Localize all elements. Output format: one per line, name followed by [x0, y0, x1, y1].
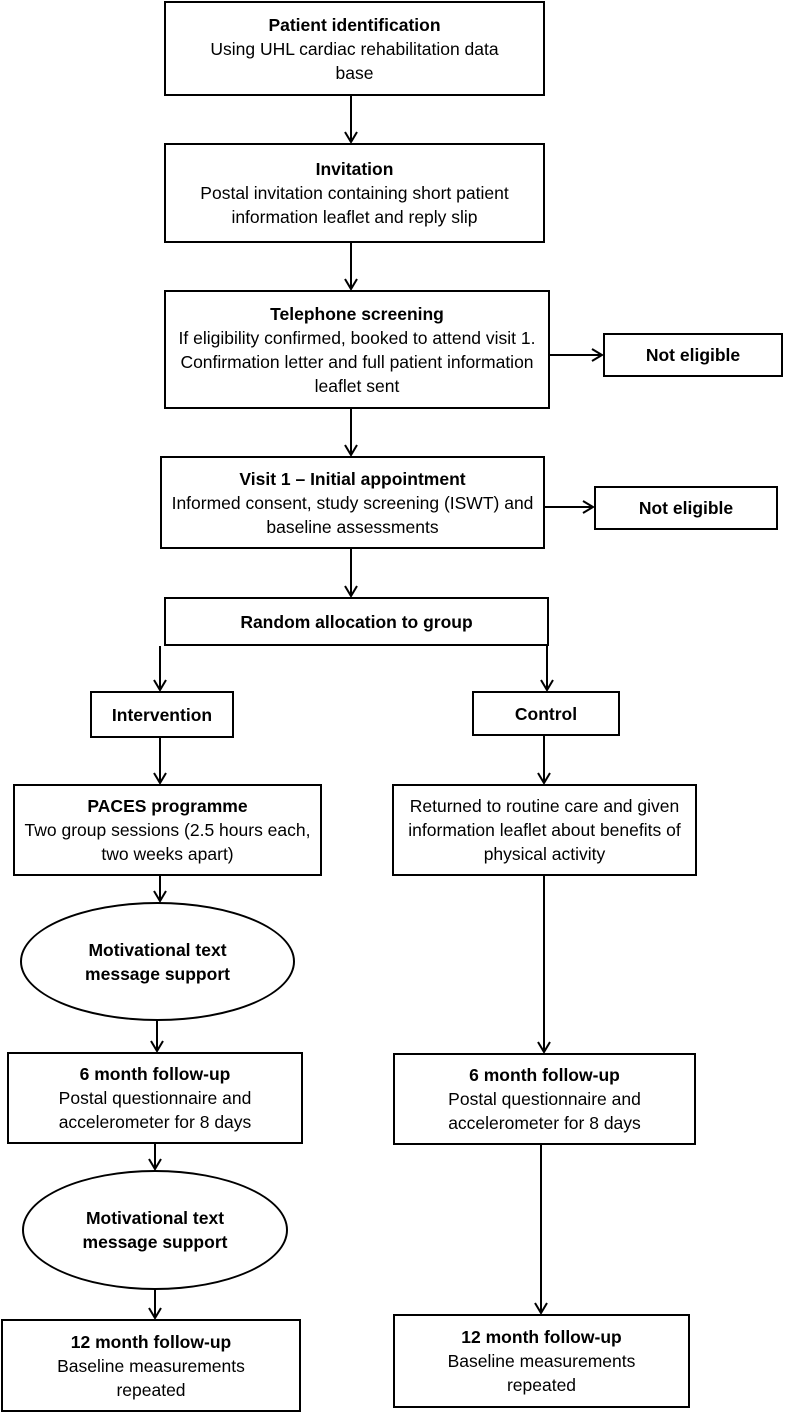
- text-message-support-ellipse: Motivational text message support: [22, 1170, 288, 1290]
- box-title: Not eligible: [645, 345, 741, 365]
- control-12-month-followup-box: 12 month follow-up Baseline measurements…: [393, 1314, 690, 1408]
- box-body: Informed consent, study screening (ISWT)…: [171, 492, 534, 537]
- box-title: Random allocation to group: [240, 611, 473, 632]
- box-title: 12 month follow-up: [70, 1331, 232, 1352]
- box-title: Telephone screening: [270, 303, 444, 324]
- box-title: PACES programme: [87, 796, 248, 816]
- telephone-screening-box: Telephone screening If eligibility confi…: [164, 290, 550, 409]
- box-title: Motivational text message support: [82, 1208, 228, 1252]
- box-body: Using UHL cardiac rehabilitation data ba…: [210, 38, 499, 83]
- not-eligible-box: Not eligible: [594, 486, 778, 530]
- box-body: Postal invitation containing short patie…: [200, 183, 509, 227]
- box-title: Control: [514, 703, 578, 724]
- control-group-box: Control: [472, 691, 620, 736]
- not-eligible-box: Not eligible: [603, 333, 783, 377]
- box-title: 6 month follow-up: [469, 1065, 620, 1085]
- box-body: Baseline measurements repeated: [447, 1351, 636, 1395]
- box-body: Baseline measurements repeated: [57, 1355, 245, 1400]
- box-body: Returned to routine care and given infor…: [408, 796, 681, 864]
- text-message-support-ellipse: Motivational text message support: [20, 902, 295, 1021]
- box-title: Patient identification: [268, 14, 441, 35]
- visit-1-box: Visit 1 – Initial appointment Informed c…: [160, 456, 545, 549]
- box-title: Not eligible: [638, 498, 734, 518]
- paces-programme-box: PACES programme Two group sessions (2.5 …: [13, 784, 322, 876]
- intervention-12-month-followup-box: 12 month follow-up Baseline measurements…: [1, 1319, 301, 1412]
- box-title: Invitation: [315, 159, 394, 179]
- box-body: Two group sessions (2.5 hours each, two …: [24, 820, 311, 864]
- box-title: 6 month follow-up: [79, 1064, 231, 1084]
- invitation-box: Invitation Postal invitation containing …: [164, 143, 545, 243]
- box-body: Postal questionnaire and accelerometer f…: [448, 1089, 641, 1133]
- control-6-month-followup-box: 6 month follow-up Postal questionnaire a…: [393, 1053, 696, 1145]
- random-allocation-box: Random allocation to group: [164, 597, 549, 646]
- patient-identification-box: Patient identification Using UHL cardiac…: [164, 1, 545, 96]
- routine-care-box: Returned to routine care and given infor…: [392, 784, 697, 876]
- intervention-6-month-followup-box: 6 month follow-up Postal questionnaire a…: [7, 1052, 303, 1144]
- box-body: If eligibility confirmed, booked to atte…: [178, 327, 536, 396]
- box-title: Intervention: [111, 704, 213, 725]
- box-body: Postal questionnaire and accelerometer f…: [58, 1088, 252, 1132]
- box-title: Visit 1 – Initial appointment: [239, 468, 466, 489]
- box-title: Motivational text message support: [85, 939, 230, 984]
- intervention-group-box: Intervention: [90, 691, 234, 738]
- box-title: 12 month follow-up: [461, 1327, 622, 1347]
